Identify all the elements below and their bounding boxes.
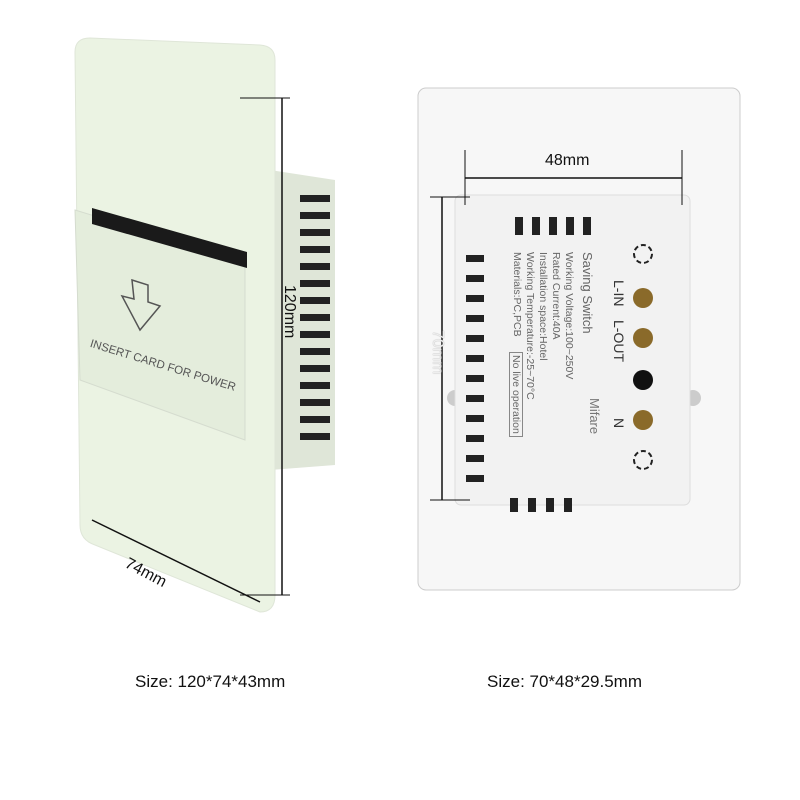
spec-title: Saving Switch	[580, 252, 595, 334]
spec-current: Rated Current:40A	[550, 252, 562, 340]
module-width-label: 48mm	[545, 152, 590, 169]
left-size-caption: Size: 120*74*43mm	[135, 672, 286, 691]
spec-temperature: Working Temperature:-25~70°C	[524, 252, 536, 400]
terminal-screws	[633, 244, 653, 470]
terminal-label-n: N	[611, 418, 627, 429]
terminal-label-l-in: L-IN	[611, 280, 627, 307]
module-height-label: 70mm	[429, 330, 446, 375]
spec-voltage: Working Voltage:100~250V	[563, 252, 575, 380]
brand-label: Mifare	[587, 398, 602, 435]
spec-materials: Materials:PC,PCB	[511, 252, 523, 337]
spec-installation: Installation space:Hotel	[537, 252, 549, 361]
terminal-label-l-out: L-OUT	[611, 320, 627, 362]
right-size-caption: Size: 70*48*29.5mm	[487, 672, 642, 691]
warning-label: No live operation	[509, 352, 523, 437]
